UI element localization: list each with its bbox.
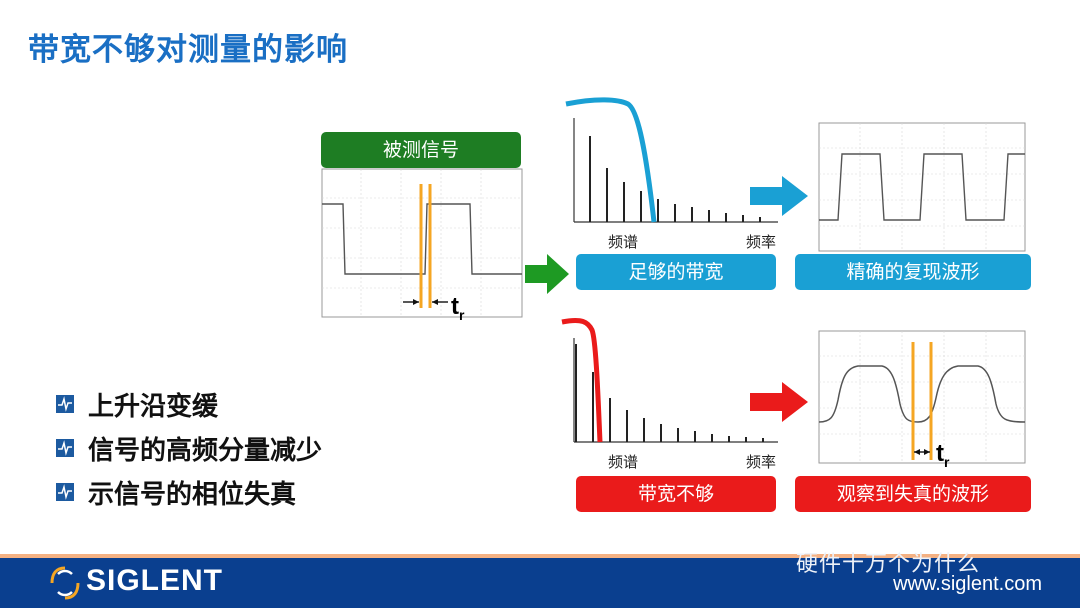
bottom-distorted-wave (818, 365, 1026, 423)
input-square-wave (322, 203, 522, 275)
blue-arrow-icon (750, 176, 808, 216)
top-spectrum-chart (565, 97, 778, 223)
siglent-logo-icon (50, 566, 80, 600)
footer-bar (0, 558, 1080, 608)
footer-accent-line (0, 554, 1080, 558)
bullet-list: 上升沿变缓 信号的高频分量减少 示信号的相位失真 (56, 382, 322, 514)
footer-url[interactable]: www.siglent.com (893, 573, 1042, 595)
bullet-item: 上升沿变缓 (56, 382, 322, 426)
input-waveform-panel (321, 168, 523, 318)
bottom-result-waveform-panel (818, 330, 1026, 464)
bottom-bandwidth-caption: 带宽不够 (576, 476, 776, 512)
watermark-text: 硬件十万个为什么 (796, 552, 981, 577)
bottom-spectrum-label: 频谱 (608, 453, 639, 471)
top-frequency-label: 频率 (746, 233, 777, 251)
top-result-waveform-panel (818, 122, 1026, 252)
bottom-result-caption: 观察到失真的波形 (795, 476, 1031, 512)
waveform-bullet-icon (56, 439, 74, 457)
bullet-item: 示信号的相位失真 (56, 470, 322, 514)
bottom-filter-curve (561, 317, 603, 443)
input-signal-label: 被测信号 (321, 132, 521, 168)
bullet-item: 信号的高频分量减少 (56, 426, 322, 470)
waveform-bullet-icon (56, 483, 74, 501)
bottom-tr-label: tr (936, 440, 950, 470)
bottom-spectrum-chart (561, 317, 778, 443)
top-spectrum-label: 频谱 (608, 233, 639, 251)
waveform-bullet-icon (56, 395, 74, 413)
top-result-square-wave (819, 153, 1025, 221)
top-bandwidth-caption: 足够的带宽 (576, 254, 776, 290)
page-title: 带宽不够对测量的影响 (28, 32, 348, 68)
top-result-caption: 精确的复现波形 (795, 254, 1031, 290)
input-tr-label: tr (451, 293, 465, 323)
green-arrow-icon (525, 254, 569, 294)
brand-logo-text: SIGLENT (86, 564, 224, 597)
bottom-frequency-label: 频率 (746, 453, 777, 471)
red-arrow-icon (750, 382, 808, 422)
top-filter-curve (565, 97, 657, 223)
